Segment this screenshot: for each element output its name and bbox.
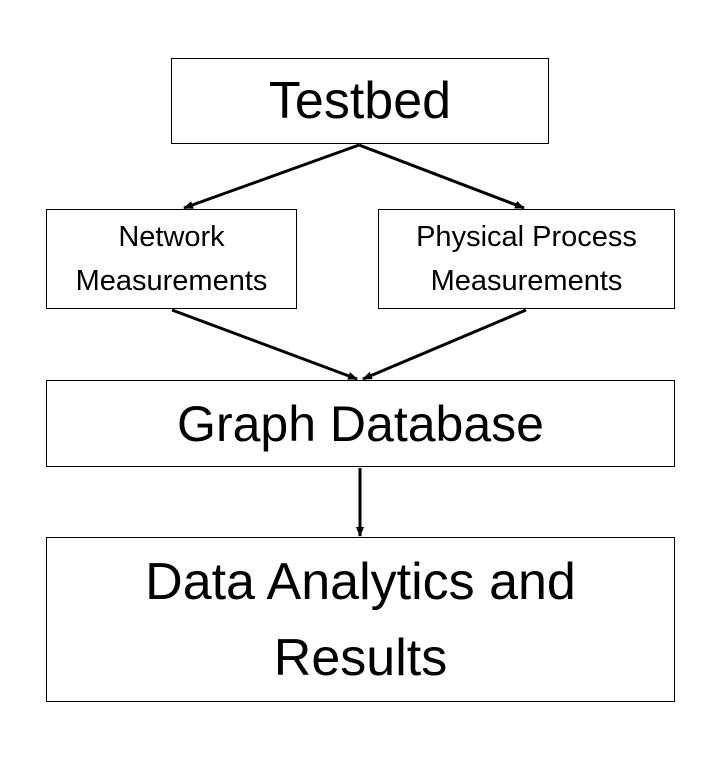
arrow-network-to-graphdb (171, 308, 358, 381)
testbed-label: Testbed (268, 72, 452, 130)
data-analytics-node: Data Analytics and Results (46, 537, 675, 702)
data-analytics-label-line-2: Results (273, 628, 448, 687)
data-analytics-label-line-1: Data Analytics and (145, 552, 576, 611)
arrow-physical-to-graphdb (362, 308, 527, 381)
network-measurements-label-line-2: Measurements (75, 265, 268, 297)
graph-database-node: Graph Database (46, 380, 675, 467)
testbed-node: Testbed (171, 58, 549, 144)
physical-process-measurements-node: Physical Process Measurements (378, 209, 675, 309)
network-measurements-node: Network Measurements (46, 209, 297, 309)
arrow-testbed-to-network (183, 143, 360, 210)
physical-process-label-line-2: Measurements (430, 265, 623, 297)
network-measurements-label-line-1: Network (118, 221, 225, 253)
arrow-testbed-to-physical (358, 143, 525, 210)
graph-database-label: Graph Database (177, 395, 544, 452)
physical-process-label-line-1: Physical Process (416, 221, 637, 253)
